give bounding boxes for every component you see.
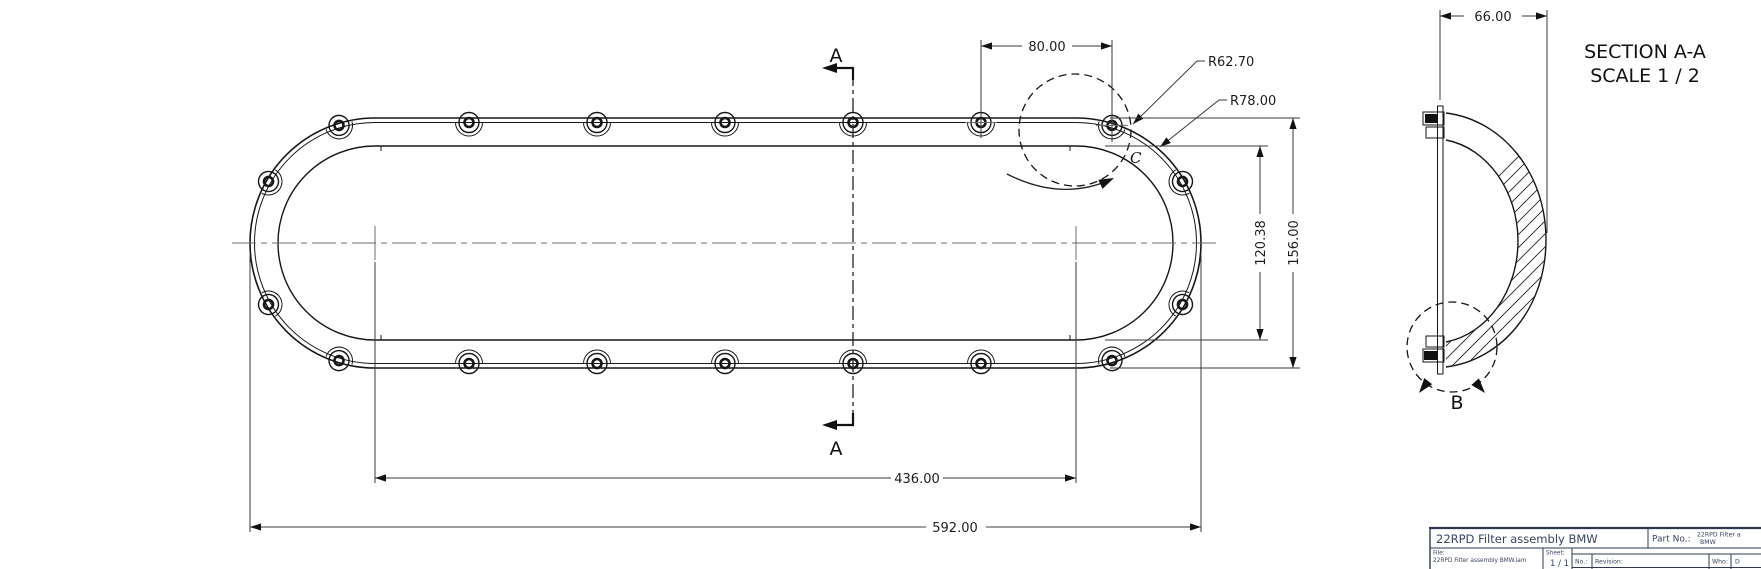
dim-r62-value: R62.70: [1208, 55, 1254, 70]
dimension-156: 156.00: [1110, 117, 1302, 369]
title-block-borders: [1429, 526, 1761, 569]
dim-156-value: 156.00: [1287, 220, 1302, 266]
revision-label: Revision:: [1595, 559, 1623, 566]
centerlines: [232, 226, 1220, 260]
detail-circle-c: [1018, 73, 1132, 187]
section-label-a-bottom: A: [830, 438, 843, 460]
dim-r78-value: R78.00: [1230, 94, 1276, 109]
section-view-scale: SCALE 1 / 2: [1590, 65, 1700, 87]
detail-label-c: C: [1130, 149, 1142, 167]
part-no-value-line1: 22RPD Filter a: [1697, 532, 1741, 539]
detail-circle-b: [1406, 301, 1498, 393]
section-marker-bottom: [836, 413, 855, 427]
title-block-drawing-title: 22RPD Filter assembly BMW: [1436, 532, 1598, 546]
dim-592-value: 592.00: [932, 521, 978, 536]
section-view-a-a: 66.00 B SECTION A-A SCALE 1 / 2: [1406, 10, 1706, 414]
dimension-66: 66.00: [1439, 10, 1548, 233]
dim-80-value: 80.00: [1028, 40, 1065, 55]
parting-notches: [380, 146, 1071, 340]
dimension-436: 436.00: [374, 262, 1077, 487]
revision-who-label: Who:: [1712, 559, 1728, 566]
part-no-value-line2: BMW: [1700, 539, 1716, 546]
section-label-a-top: A: [830, 45, 843, 67]
section-hatching: [1446, 113, 1546, 367]
detail-callout-c: C: [1006, 73, 1142, 191]
dimension-120: 120.38: [1105, 145, 1269, 341]
revision-date-label: D: [1735, 559, 1740, 566]
file-value: 22RPD Filter assembly BMW.iam: [1433, 558, 1527, 564]
section-marker-top: [836, 66, 855, 80]
detail-arrow-b-left-icon: [1415, 378, 1433, 397]
detail-callout-b: B: [1406, 301, 1498, 414]
dim-120-value: 120.38: [1254, 220, 1269, 266]
section-inner-profile: [1445, 139, 1519, 343]
radius-leader-r78-00: R78.00: [1157, 94, 1276, 150]
bottom-clamp-tabs: [1422, 335, 1445, 363]
dimension-592: 592.00: [249, 255, 1202, 536]
sheet-value: 1 / 1: [1550, 559, 1569, 569]
section-line-a-a: A A: [822, 45, 855, 460]
dim-436-value: 436.00: [894, 472, 940, 487]
section-outer-profile: [1445, 112, 1547, 368]
part-no-label: Part No.:: [1652, 535, 1691, 545]
dim-66-value: 66.00: [1474, 10, 1511, 25]
radius-leader-r62-70: R62.70: [1130, 55, 1254, 127]
title-block: 22RPD Filter assembly BMW Part No.: 22RP…: [1429, 526, 1761, 569]
section-arrow-bottom-icon: [822, 420, 837, 430]
file-label: File:: [1433, 551, 1445, 557]
dimension-80: 80.00: [980, 40, 1113, 142]
detail-label-b: B: [1450, 392, 1463, 414]
revision-no-label: No.:: [1575, 559, 1587, 566]
detail-arrow-b-right-icon: [1471, 378, 1489, 397]
section-view-title: SECTION A-A: [1584, 41, 1706, 63]
gasket-face-bar: [1437, 105, 1444, 375]
sheet-label: Sheet:: [1546, 551, 1565, 557]
top-clamp-tabs: [1422, 111, 1445, 139]
